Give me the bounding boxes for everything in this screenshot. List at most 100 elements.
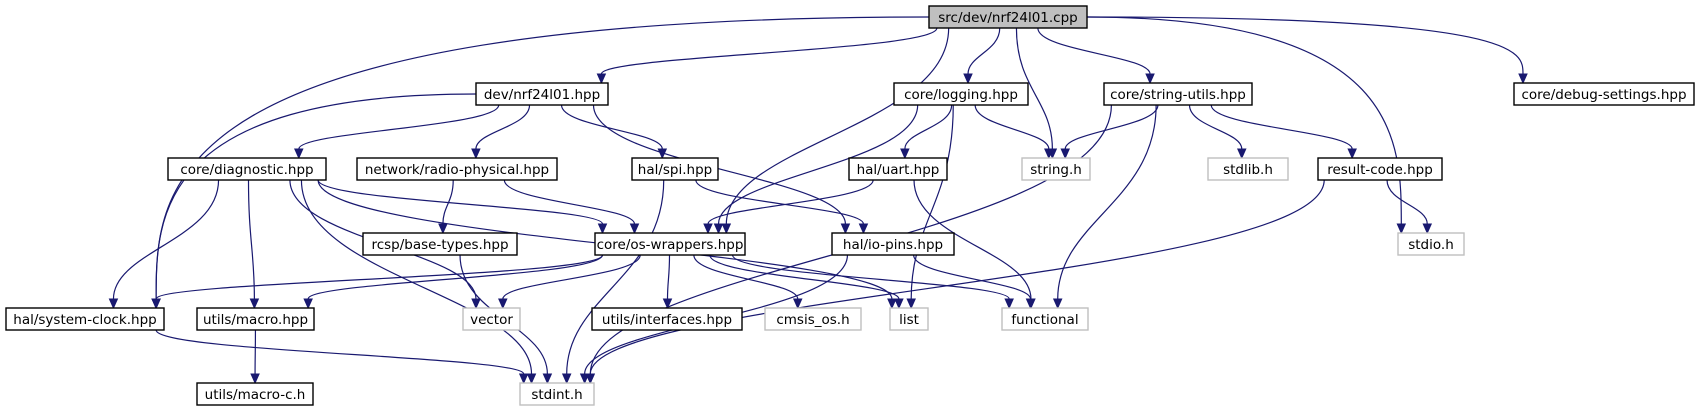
node-macro-box xyxy=(196,307,315,331)
edge-spi-to-stdint-arrowhead xyxy=(561,373,572,385)
node-debugset[interactable]: core/debug-settings.hpp xyxy=(1513,82,1695,106)
node-string_h-label: string.h xyxy=(1030,162,1082,178)
edge-oswrap-to-sysclock xyxy=(155,254,604,300)
node-stdio_h: stdio.h xyxy=(1397,232,1465,256)
node-interfaces-box xyxy=(591,307,743,331)
node-debugset-label: core/debug-settings.hpp xyxy=(1521,87,1686,103)
node-string_h-box xyxy=(1021,157,1091,181)
edge-spi-to-iopins-arrowhead xyxy=(858,223,869,235)
edge-root-to-stdio_h-arrowhead xyxy=(1396,223,1407,235)
node-uart[interactable]: hal/uart.hpp xyxy=(848,157,948,181)
node-dev_nrf[interactable]: dev/nrf24l01.hpp xyxy=(475,82,609,106)
edge-sysclock-to-stdint-arrowhead xyxy=(518,373,529,385)
node-macroc-label: utils/macro-c.h xyxy=(205,387,306,403)
edge-diag-to-sysclock-arrowhead xyxy=(108,298,119,310)
edge-logging-to-string_h-arrowhead xyxy=(1044,148,1054,160)
edge-radio-to-basetypes xyxy=(442,179,454,225)
node-list: list xyxy=(889,307,929,331)
node-uart-label: hal/uart.hpp xyxy=(857,162,940,178)
edge-logging-to-uart xyxy=(904,104,953,150)
node-interfaces-label: utils/interfaces.hpp xyxy=(602,312,732,328)
edge-logging-to-string_h xyxy=(974,104,1050,150)
node-sysclock-box xyxy=(5,307,165,331)
node-root-box xyxy=(928,5,1088,29)
node-basetypes[interactable]: rcsp/base-types.hpp xyxy=(362,232,518,256)
edge-diag-to-macro xyxy=(247,179,255,300)
edge-result-to-stdio_h-arrowhead xyxy=(1422,223,1433,235)
node-macro-label: utils/macro.hpp xyxy=(203,312,308,328)
edge-oswrap-to-cmsis-arrowhead xyxy=(792,298,803,310)
edge-result-to-stdint-arrowhead xyxy=(585,373,596,385)
node-strutils-label: core/string-utils.hpp xyxy=(1110,87,1246,103)
node-logging[interactable]: core/logging.hpp xyxy=(893,82,1029,106)
node-spi[interactable]: hal/spi.hpp xyxy=(631,157,719,181)
node-list-label: list xyxy=(899,312,919,328)
node-radio[interactable]: network/radio-physical.hpp xyxy=(356,157,558,181)
node-diag-label: core/diagnostic.hpp xyxy=(180,162,313,178)
node-vector-label: vector xyxy=(470,312,513,328)
edge-basetypes-to-stdint-arrowhead xyxy=(542,373,553,385)
node-basetypes-box xyxy=(362,232,518,256)
node-diag[interactable]: core/diagnostic.hpp xyxy=(167,157,327,181)
edge-dev_nrf-to-radio-arrowhead xyxy=(471,148,481,160)
edge-oswrap-to-macro-arrowhead xyxy=(303,298,313,310)
node-radio-box xyxy=(356,157,558,181)
edge-iopins-to-functional xyxy=(913,254,1032,300)
edge-root-to-string_h xyxy=(1015,27,1053,150)
edge-root-to-strutils-arrowhead xyxy=(1145,73,1155,85)
edge-iopins-to-stdint-arrowhead xyxy=(579,373,590,385)
node-oswrap[interactable]: core/os-wrappers.hpp xyxy=(594,232,746,256)
node-root[interactable]: src/dev/nrf24l01.cpp xyxy=(928,5,1088,29)
node-iopins-box xyxy=(831,232,955,256)
edge-strutils-to-result xyxy=(1210,104,1353,150)
edge-oswrap-to-list-arrowhead xyxy=(894,298,904,310)
edge-root-to-debugset xyxy=(1086,16,1524,75)
edge-root-to-strutils xyxy=(1037,27,1151,75)
edge-spi-to-stdint xyxy=(566,179,665,375)
node-iopins[interactable]: hal/io-pins.hpp xyxy=(831,232,955,256)
nodes-layer: src/dev/nrf24l01.cpp dev/nrf24l01.hpp core… xyxy=(5,5,1695,406)
edge-strutils-to-functional xyxy=(1057,104,1157,300)
edge-result-to-stdio_h xyxy=(1386,179,1428,225)
node-stdio_h-box xyxy=(1397,232,1465,256)
node-dev_nrf-label: dev/nrf24l01.hpp xyxy=(484,87,600,103)
edge-dev_nrf-to-iopins xyxy=(592,104,847,225)
edge-dev_nrf-to-iopins-arrowhead xyxy=(840,223,851,235)
edge-oswrap-to-cmsis xyxy=(693,254,799,300)
edge-diag-to-list-arrowhead xyxy=(887,298,897,310)
node-strutils[interactable]: core/string-utils.hpp xyxy=(1103,82,1253,106)
edge-radio-to-oswrap xyxy=(503,179,636,225)
edge-uart-to-oswrap xyxy=(707,179,874,225)
edges-layer xyxy=(108,16,1528,385)
edge-radio-to-oswrap-arrowhead xyxy=(629,223,640,235)
node-spi-box xyxy=(631,157,719,181)
edge-oswrap-to-vector xyxy=(502,254,641,300)
edge-logging-to-list xyxy=(910,104,954,300)
node-interfaces[interactable]: utils/interfaces.hpp xyxy=(591,307,743,331)
node-string_h: string.h xyxy=(1021,157,1091,181)
node-stdio_h-label: stdio.h xyxy=(1408,237,1454,253)
node-macro[interactable]: utils/macro.hpp xyxy=(196,307,315,331)
edge-strutils-to-string_h xyxy=(1064,104,1159,150)
edge-strutils-to-stdlib_h-arrowhead xyxy=(1237,148,1247,160)
node-functional-box xyxy=(1001,307,1089,331)
node-spi-label: hal/spi.hpp xyxy=(638,162,712,178)
node-macroc[interactable]: utils/macro-c.h xyxy=(196,382,314,406)
node-functional-label: functional xyxy=(1011,312,1078,328)
node-functional: functional xyxy=(1001,307,1089,331)
edge-root-to-oswrap xyxy=(725,27,950,225)
edge-root-to-logging-arrowhead xyxy=(963,73,973,85)
node-result[interactable]: result-code.hpp xyxy=(1317,157,1443,181)
node-sysclock[interactable]: hal/system-clock.hpp xyxy=(5,307,165,331)
edge-root-to-dev_nrf-arrowhead xyxy=(596,73,607,85)
node-macroc-box xyxy=(196,382,314,406)
edge-strutils-to-functional-arrowhead xyxy=(1052,298,1063,310)
edge-diag-to-stdint xyxy=(300,179,533,375)
node-logging-label: core/logging.hpp xyxy=(904,87,1018,103)
node-dev_nrf-box xyxy=(475,82,609,106)
edge-dev_nrf-to-radio xyxy=(475,104,531,150)
edge-uart-to-functional xyxy=(913,179,1032,300)
edge-uart-to-oswrap-arrowhead xyxy=(703,223,713,235)
edge-diag-to-vector-arrowhead xyxy=(471,298,481,310)
edge-diag-to-oswrap-arrowhead xyxy=(597,223,608,235)
